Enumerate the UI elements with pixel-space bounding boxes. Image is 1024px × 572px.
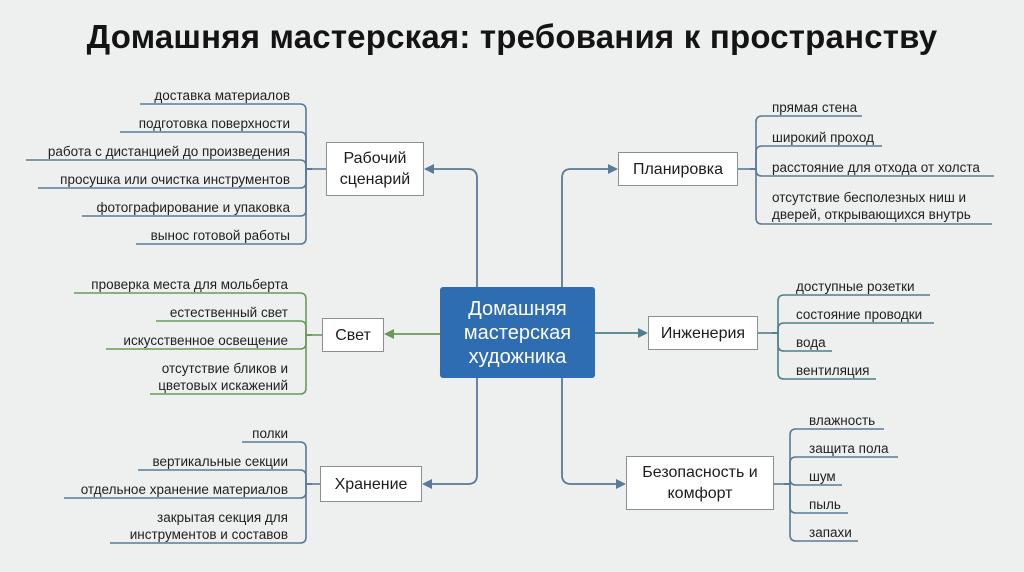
- leaf-item: полки: [252, 426, 288, 441]
- leaf-item: естественный свет: [169, 305, 288, 320]
- connector-safety: [561, 378, 626, 489]
- branch-safety: Безопасность и комфорт: [626, 456, 774, 510]
- leaf-item: вентиляция: [796, 363, 870, 378]
- leaf-item: отсутствие бликов и цветовых искажений: [158, 361, 288, 393]
- leaf-item: защита пола: [809, 441, 889, 456]
- connector-workflow: [424, 164, 478, 287]
- engineering-leaf-line: [771, 322, 934, 334]
- leaf-item: доступные розетки: [796, 279, 915, 294]
- branch-light: Свет: [322, 318, 384, 352]
- workflow-leaf-line: [26, 159, 313, 170]
- layout-leaf-line: [749, 168, 992, 225]
- connector-storage: [422, 378, 478, 489]
- leaf-item: просушка или очистка инструментов: [60, 172, 290, 187]
- leaf-item: закрытая секция для инструментов и соста…: [129, 510, 288, 542]
- safety-leaf-line: [783, 483, 858, 542]
- workflow-leaf-line: [136, 168, 313, 245]
- safety-leaf-line: [783, 456, 898, 485]
- leaf-item: вода: [796, 335, 826, 350]
- leaf-item: широкий проход: [772, 130, 874, 145]
- branch-layout: Планировка: [618, 152, 738, 186]
- leaf-item: расстояние для отхода от холста: [772, 160, 980, 175]
- leaf-item: подготовка поверхности: [138, 116, 290, 131]
- leaf-item: искусственное освещение: [123, 333, 288, 348]
- leaf-item: запахи: [809, 525, 852, 540]
- leaf-item: проверка места для мольберта: [91, 277, 288, 292]
- branch-storage: Хранение: [320, 466, 422, 502]
- leaf-item: фотографирование и упаковка: [96, 200, 290, 215]
- leaf-item: состояние проводки: [796, 307, 923, 322]
- leaf-item: влажность: [809, 413, 876, 428]
- leaf-item: отдельное хранение материалов: [80, 482, 288, 497]
- leaf-item: шум: [809, 469, 836, 484]
- leaf-item: вертикальные секции: [152, 454, 288, 469]
- branch-workflow: Рабочий сценарий: [326, 142, 424, 196]
- center-node: Домашняя мастерская художника: [440, 287, 595, 378]
- leaf-item: прямая стена: [772, 100, 858, 115]
- storage-leaf-line: [110, 483, 313, 544]
- leaf-item: отсутствие бесполезных ниш и дверей, отк…: [772, 190, 971, 222]
- main-connectors: [384, 164, 648, 489]
- leaf-item: работа с дистанцией до произведения: [47, 144, 290, 159]
- leaf-item: доставка материалов: [154, 88, 290, 103]
- page-title: Домашняя мастерская: требования к простр…: [86, 18, 938, 55]
- leaf-connectors: [26, 103, 994, 544]
- connector-layout: [561, 164, 618, 287]
- light-leaf-line: [150, 334, 312, 395]
- leaf-item: вынос готовой работы: [150, 228, 290, 243]
- engineering-leaf-line: [771, 332, 876, 380]
- leaf-item: пыль: [809, 497, 841, 512]
- branch-engineering: Инженерия: [648, 316, 758, 350]
